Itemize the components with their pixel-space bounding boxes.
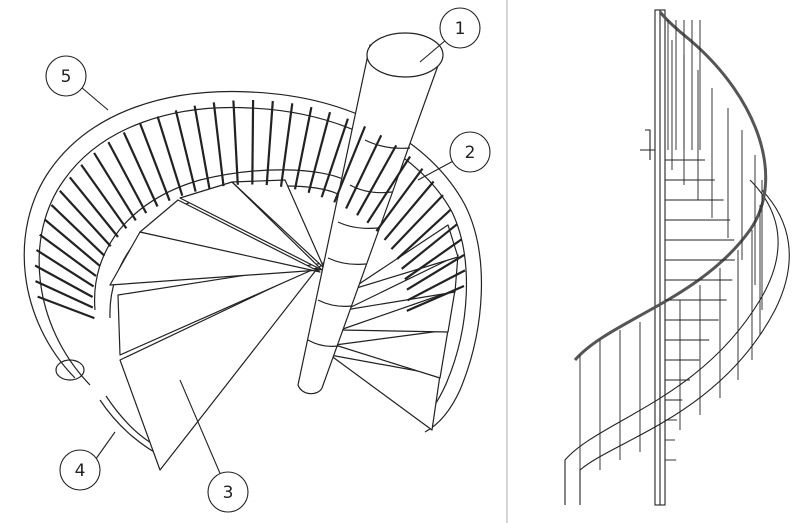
baluster bbox=[43, 218, 101, 267]
handrail-outer-edge bbox=[23, 90, 483, 433]
baluster bbox=[404, 238, 463, 281]
baluster bbox=[396, 208, 452, 260]
baluster bbox=[58, 190, 112, 247]
callout-4: 4 bbox=[59, 449, 101, 491]
baluster bbox=[406, 269, 466, 302]
baluster bbox=[80, 164, 128, 230]
baluster bbox=[156, 116, 184, 197]
baluster bbox=[50, 204, 106, 257]
baluster bbox=[107, 141, 148, 214]
handrail-end-cap bbox=[55, 359, 85, 381]
callout-2-label: 2 bbox=[465, 143, 476, 163]
baluster bbox=[34, 264, 94, 298]
baluster bbox=[232, 100, 239, 185]
baluster bbox=[39, 233, 97, 277]
tread bbox=[179, 181, 323, 271]
callout-1-label: 1 bbox=[455, 19, 466, 39]
callout-5: 5 bbox=[45, 55, 87, 97]
elevation-handrail bbox=[573, 11, 768, 361]
baluster bbox=[35, 280, 94, 309]
baluster bbox=[406, 284, 465, 312]
baluster bbox=[320, 118, 349, 198]
baluster bbox=[35, 249, 95, 288]
baluster bbox=[37, 295, 95, 320]
column-joint bbox=[327, 257, 367, 265]
baluster bbox=[251, 99, 255, 185]
callout-1: 1 bbox=[439, 7, 481, 49]
baluster bbox=[356, 144, 398, 216]
callout-3-label: 3 bbox=[223, 483, 234, 503]
baluster bbox=[406, 253, 465, 291]
baluster bbox=[122, 131, 159, 207]
baluster bbox=[212, 102, 225, 187]
baluster bbox=[345, 134, 383, 209]
inner-rim bbox=[93, 169, 346, 311]
baluster bbox=[366, 155, 412, 224]
baluster bbox=[193, 105, 211, 189]
tread bbox=[329, 354, 441, 431]
tread bbox=[119, 264, 321, 471]
baluster bbox=[139, 123, 171, 202]
balusters-left bbox=[34, 99, 466, 320]
callout-5-label: 5 bbox=[61, 67, 72, 87]
elevation-bracket bbox=[640, 129, 655, 160]
column-joint bbox=[364, 139, 411, 149]
balusters-right bbox=[579, 20, 763, 485]
column-joint bbox=[307, 339, 339, 347]
elevation-stringer-inner bbox=[579, 189, 790, 505]
elevation-stringer-outer bbox=[564, 179, 779, 505]
callout-3: 3 bbox=[207, 471, 249, 513]
baluster bbox=[390, 194, 444, 250]
baluster bbox=[93, 152, 137, 221]
column-joint bbox=[337, 221, 379, 229]
tread bbox=[339, 289, 456, 333]
baluster bbox=[333, 125, 367, 203]
baluster bbox=[307, 111, 332, 194]
tread bbox=[231, 179, 325, 269]
baluster bbox=[279, 103, 294, 187]
baluster bbox=[293, 106, 313, 190]
tread bbox=[139, 199, 321, 273]
tread bbox=[117, 261, 331, 356]
baluster bbox=[375, 167, 424, 232]
central-column-top bbox=[366, 32, 444, 78]
baluster bbox=[383, 180, 435, 241]
left-view-isometric bbox=[23, 32, 483, 471]
baluster bbox=[401, 223, 458, 270]
callouts: 1 2 3 4 5 bbox=[45, 7, 491, 513]
tread bbox=[344, 254, 459, 311]
right-view-elevation bbox=[564, 9, 790, 506]
callout-2: 2 bbox=[449, 131, 491, 173]
baluster bbox=[174, 110, 197, 192]
tread bbox=[334, 329, 449, 379]
baluster bbox=[265, 100, 274, 186]
column-joint bbox=[317, 299, 353, 307]
baluster bbox=[68, 176, 119, 238]
callout-4-label: 4 bbox=[75, 461, 86, 481]
